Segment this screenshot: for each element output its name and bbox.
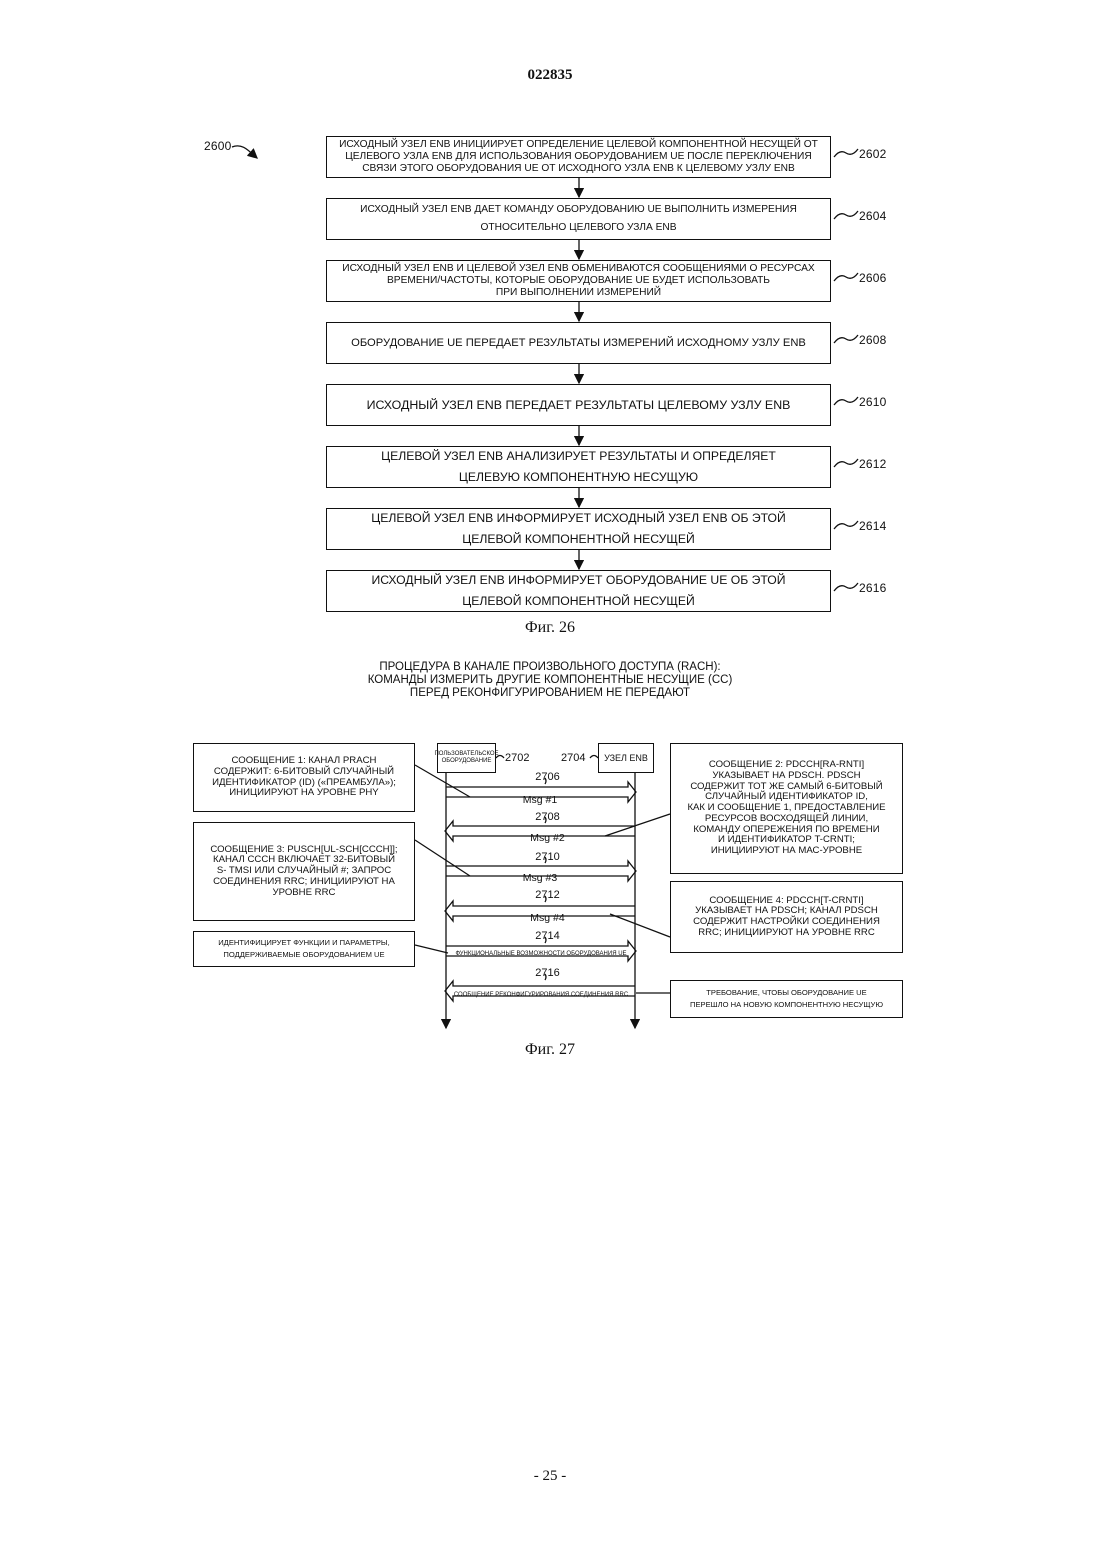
ref-leader — [834, 583, 858, 591]
msg4-arrow — [445, 901, 635, 921]
ref-leader — [545, 937, 546, 943]
msg1-arrow — [446, 782, 636, 802]
ref-leader — [545, 778, 546, 784]
ref-leader — [545, 817, 546, 823]
ref-leader — [545, 896, 546, 902]
ref-leader — [834, 397, 858, 405]
ref-leader — [590, 756, 598, 759]
note-msg4-leader — [610, 914, 670, 937]
fig26-pointer-arrow — [232, 146, 257, 158]
page-number: - 25 - — [0, 1468, 1100, 1485]
ref-leader — [545, 974, 546, 980]
msg3-arrow — [446, 861, 636, 881]
note-msg2-leader — [605, 814, 670, 836]
note-msg3-leader — [415, 840, 470, 876]
ref-leader — [834, 335, 858, 343]
ref-leader — [834, 211, 858, 219]
ref-leader — [834, 521, 858, 529]
ref-leader — [834, 273, 858, 281]
note-msg1-leader — [415, 765, 470, 797]
msg2-arrow — [445, 821, 635, 841]
reconfig-arrow — [445, 981, 635, 1001]
ref-leader — [545, 857, 546, 863]
ref-leader — [496, 756, 504, 759]
ref-leader — [834, 459, 858, 467]
capability-arrow — [446, 941, 636, 961]
ref-leader — [834, 149, 858, 157]
note-capability-leader — [415, 945, 448, 953]
